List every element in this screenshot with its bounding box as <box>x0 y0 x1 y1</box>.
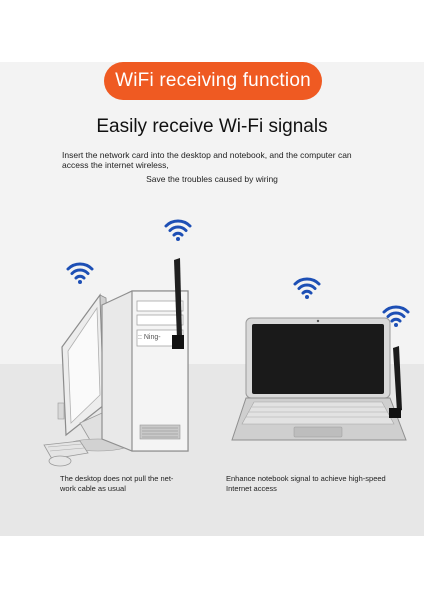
laptop-screen <box>245 317 391 399</box>
headline: Easily receive Wi-Fi signals <box>96 116 328 137</box>
desktop-computer-illustration <box>43 258 189 467</box>
tower-brand-label: :: Ning- <box>138 334 161 341</box>
usb-wifi-antenna <box>172 258 184 349</box>
subline-text: Save the troubles caused by wiring <box>146 174 278 184</box>
description-text: Insert the network card into the desktop… <box>62 150 352 170</box>
wifi-icon <box>293 277 321 299</box>
desktop-caption: The desktop does not pull the net-work c… <box>60 474 174 493</box>
keyboard <box>43 440 89 460</box>
wifi-icon <box>164 219 192 241</box>
usb-wifi-antenna <box>389 346 402 418</box>
pc-tower <box>101 290 189 452</box>
wifi-function-badge: WiFi receiving function <box>104 62 322 100</box>
wifi-icon <box>66 262 94 284</box>
laptop-illustration <box>231 317 407 441</box>
wifi-icon <box>382 305 410 327</box>
mouse <box>48 455 72 467</box>
laptop-base <box>231 397 407 441</box>
notebook-caption: Enhance notebook signal to achieve high-… <box>226 474 386 493</box>
